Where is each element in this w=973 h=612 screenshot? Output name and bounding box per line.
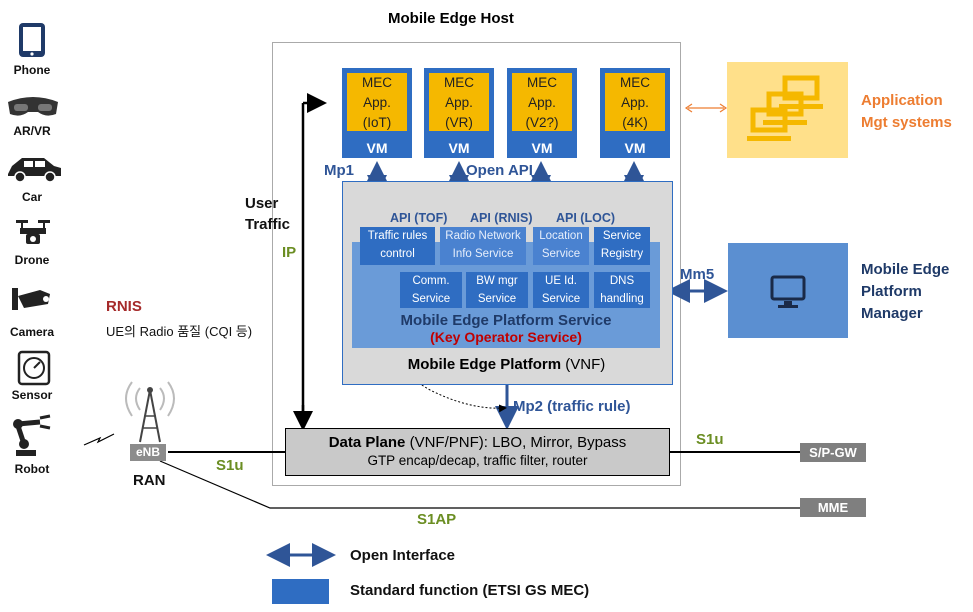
api-tof-label: API (TOF) bbox=[390, 211, 448, 225]
device-label-arvr: AR/VR bbox=[13, 124, 51, 138]
sensor-icon bbox=[17, 350, 51, 386]
camera-icon bbox=[12, 288, 50, 310]
platform-manager-label: Mobile Edge Platform Manager bbox=[861, 261, 950, 322]
s1u-right-label: S1u bbox=[696, 431, 724, 448]
platform-title: Mobile Edge Platform (VNF) bbox=[407, 356, 606, 373]
drone-icon bbox=[16, 220, 50, 244]
legend-standard-swatch bbox=[272, 579, 329, 604]
vm-label: VM bbox=[624, 140, 646, 156]
open-api-label: Open API bbox=[466, 162, 533, 179]
legend-open-interface: Open Interface bbox=[350, 547, 456, 564]
vm-label: VM bbox=[366, 140, 388, 156]
s1u-left-label: S1u bbox=[216, 457, 244, 474]
platform-service-title: Mobile Edge Platform Service bbox=[400, 312, 612, 329]
mp2-label: Mp2 (traffic rule) bbox=[513, 398, 631, 415]
service-comm[interactable]: Comm.Service bbox=[400, 272, 462, 308]
car-icon bbox=[8, 158, 61, 183]
api-rnis-label: API (RNIS) bbox=[470, 211, 533, 225]
platform-service-subtitle: (Key Operator Service) bbox=[430, 329, 582, 345]
user-traffic-label: User Traffic bbox=[245, 195, 291, 233]
vm-label: VM bbox=[531, 140, 553, 156]
platform-manager-box[interactable] bbox=[728, 243, 848, 338]
mme-tag[interactable]: MME bbox=[800, 498, 866, 517]
app-mgt-systems-box[interactable] bbox=[727, 62, 848, 158]
mm5-label: Mm5 bbox=[680, 266, 715, 283]
legend-standard-function: Standard function (ETSI GS MEC) bbox=[350, 582, 590, 599]
device-label-robot: Robot bbox=[14, 462, 50, 476]
robot-icon bbox=[13, 414, 51, 456]
device-label-camera: Camera bbox=[9, 325, 55, 339]
device-column: Phone AR/VR Car Drone Camera Sensor bbox=[0, 0, 70, 612]
sp-gw-tag[interactable]: S/P-GW bbox=[800, 443, 866, 462]
device-label-drone: Drone bbox=[14, 253, 50, 267]
api-loc-label: API (LOC) bbox=[556, 211, 616, 225]
app-mgt-systems-label: Application Mgt systems bbox=[861, 92, 952, 131]
vm-label: VM bbox=[448, 140, 470, 156]
rnis-description: UE의 Radio 품질 (CQI 등) bbox=[106, 324, 253, 339]
data-plane[interactable]: Data Plane (VNF/PNF): LBO, Mirror, Bypas… bbox=[285, 428, 670, 476]
device-label-sensor: Sensor bbox=[11, 388, 53, 402]
device-label-phone: Phone bbox=[13, 63, 51, 77]
phone-icon bbox=[19, 23, 45, 57]
s1ap-label: S1AP bbox=[417, 511, 457, 528]
computers-icon bbox=[747, 75, 823, 141]
vr-headset-icon bbox=[8, 97, 58, 116]
cell-tower-icon bbox=[125, 381, 175, 443]
service-ue-id[interactable]: UE Id.Service bbox=[533, 272, 589, 308]
enb-tag: eNB bbox=[130, 444, 166, 461]
ran-label: RAN bbox=[133, 472, 166, 489]
rnis-title: RNIS bbox=[106, 298, 142, 315]
monitor-icon bbox=[770, 275, 806, 308]
mp1-label: Mp1 bbox=[324, 162, 354, 179]
page-title: Mobile Edge Host bbox=[388, 10, 514, 27]
device-label-car: Car bbox=[21, 190, 42, 204]
ip-label: IP bbox=[282, 244, 297, 261]
